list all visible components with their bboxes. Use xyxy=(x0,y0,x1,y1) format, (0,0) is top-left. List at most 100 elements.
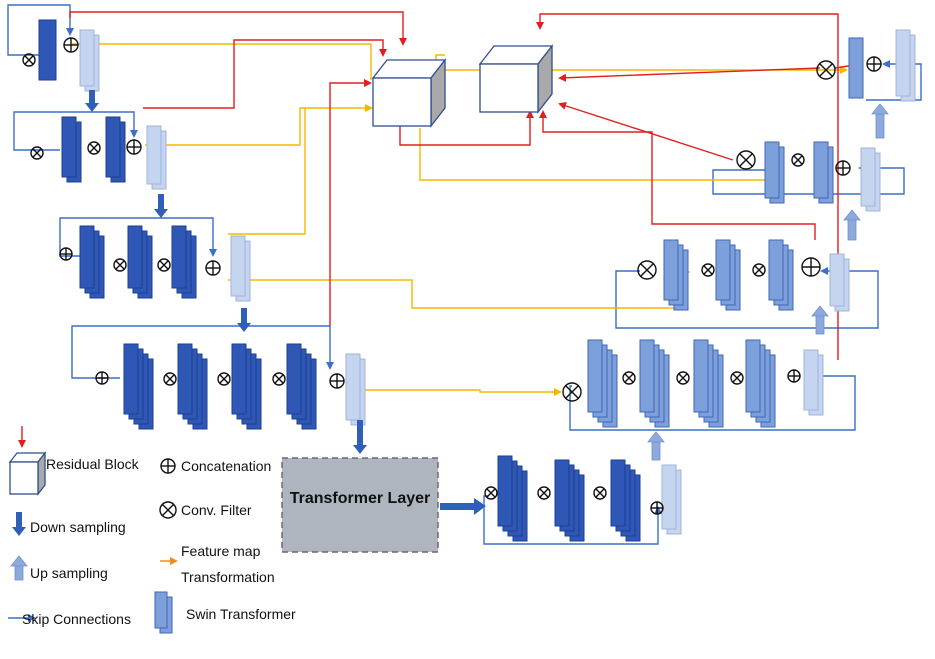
encoder-conv-block-layer xyxy=(171,225,187,289)
conv-filter-x2 xyxy=(24,55,34,65)
legend-swin-block xyxy=(154,591,173,634)
encoder-conv-block-layer xyxy=(105,116,121,178)
up-sampling-arrow xyxy=(811,305,829,335)
decoder-conv-block-layer xyxy=(768,239,784,301)
legend-down-arrow xyxy=(12,512,26,536)
conv-filter-circle xyxy=(676,371,690,385)
down-sampling-arrow xyxy=(85,90,99,112)
conv-filter-x2 xyxy=(159,260,169,270)
operator-symbols xyxy=(22,37,882,515)
conv-filter-x2 xyxy=(161,503,175,517)
conv-filter-symbol xyxy=(163,372,177,386)
encoder-conv-block-layer xyxy=(79,225,95,289)
legend-feature-map: Feature map xyxy=(181,543,261,559)
swin-transformer-block-layer xyxy=(79,29,95,87)
up-arrow-shaft xyxy=(651,440,661,461)
conv-filter-x2 xyxy=(732,373,742,383)
swin-transformer-icon xyxy=(154,591,173,634)
conv-filter-circle xyxy=(736,150,756,170)
encoder-conv-block xyxy=(61,116,82,183)
connection-lines xyxy=(69,11,863,396)
conv-filter-symbol xyxy=(159,501,177,519)
conv-filter-circle xyxy=(217,372,231,386)
up-sampling-arrow xyxy=(871,103,889,139)
legend-conv-filter: Conv. Filter xyxy=(181,502,252,518)
down-arrow-head xyxy=(12,527,26,536)
encoder-conv-block-layer xyxy=(286,343,302,415)
up-arrow-head xyxy=(10,555,28,567)
conv-filter-x2 xyxy=(739,153,753,167)
conv-filter-symbol xyxy=(87,141,101,155)
up-arrow-head xyxy=(871,103,889,115)
encoder-conv-block-layer xyxy=(554,459,570,527)
conv-filter-symbol xyxy=(736,150,756,170)
swin-transformer-block-layer xyxy=(829,253,845,307)
conv-filter-x2 xyxy=(565,385,579,399)
residual-cube-1-front xyxy=(372,77,432,127)
concatenation-symbol xyxy=(801,257,821,277)
conv-filter-circle xyxy=(752,263,766,277)
conv-filter-x2 xyxy=(89,143,99,153)
conv-filter-x2 xyxy=(274,374,284,384)
transformer-layer-label: Transformer Layer xyxy=(290,490,431,507)
encoder-conv-block xyxy=(38,19,57,81)
concatenation-symbol xyxy=(329,373,345,389)
decoder-conv-block xyxy=(587,339,618,428)
conv-filter-symbol xyxy=(701,263,715,277)
transformer-arrow-head xyxy=(474,498,486,515)
concatenation-symbol xyxy=(63,37,79,53)
conv-filter-circle xyxy=(730,371,744,385)
feature-line-8 xyxy=(360,388,562,396)
conv-filter-circle xyxy=(159,501,177,519)
up-arrow-shaft xyxy=(815,314,825,335)
swin-transformer-block xyxy=(146,125,167,190)
concatenation-symbol xyxy=(650,501,664,515)
conv-filter-circle xyxy=(622,371,636,385)
conv-filter-circle xyxy=(22,53,36,67)
encoder-conv-block xyxy=(105,116,126,183)
legend-swin-block-layer xyxy=(154,591,168,629)
conv-filter-symbol xyxy=(484,486,498,500)
conv-filter-x2 xyxy=(165,374,175,384)
swin-transformer-block xyxy=(661,464,682,535)
conv-filter-symbol xyxy=(637,260,657,280)
conv-filter-circle xyxy=(562,382,582,402)
legend-residual-cube xyxy=(8,451,47,496)
conv-filter-x2 xyxy=(703,265,713,275)
conv-filter-x2 xyxy=(539,488,549,498)
conv-filter-icon xyxy=(159,501,177,519)
conv-filter-x2 xyxy=(793,155,803,165)
conv-filter-symbol xyxy=(537,486,551,500)
conv-filter-x2 xyxy=(640,263,654,277)
down-arrow-head xyxy=(154,209,168,218)
down-arrow-shaft xyxy=(357,420,363,446)
feature-line-6 xyxy=(419,128,781,181)
down-arrow-head xyxy=(353,445,367,454)
concatenation-symbol xyxy=(835,160,851,176)
decoder-conv-block xyxy=(715,239,741,311)
conv-filter-circle xyxy=(701,263,715,277)
down-sampling-arrow xyxy=(154,194,168,218)
conv-filter-symbol xyxy=(157,258,171,272)
legend-up-sampling: Up sampling xyxy=(30,565,108,581)
encoder-conv-block-layer xyxy=(123,343,139,415)
decoder-conv-block-layer xyxy=(813,141,829,199)
conv-filter-symbol xyxy=(272,372,286,386)
swin-transformer-block xyxy=(230,235,251,302)
residual-line-3 xyxy=(329,79,372,326)
conv-filter-symbol xyxy=(30,146,44,160)
encoder-conv-block-layer xyxy=(38,19,57,81)
up-sampling-arrow xyxy=(647,431,665,461)
swin-transformer-block xyxy=(829,253,850,312)
conv-filter-circle xyxy=(484,486,498,500)
skip-loop-dec1 xyxy=(569,372,856,431)
residual-cube-1 xyxy=(371,58,447,128)
residual-block-legend-icon xyxy=(8,426,47,496)
conv-filter-circle xyxy=(791,153,805,167)
residual-line-5 xyxy=(558,67,821,82)
legend-transformation: Transformation xyxy=(181,569,275,585)
swin-transformer-block-layer xyxy=(860,147,876,207)
conv-filter-symbol xyxy=(752,263,766,277)
down-arrow-shaft xyxy=(16,512,22,528)
